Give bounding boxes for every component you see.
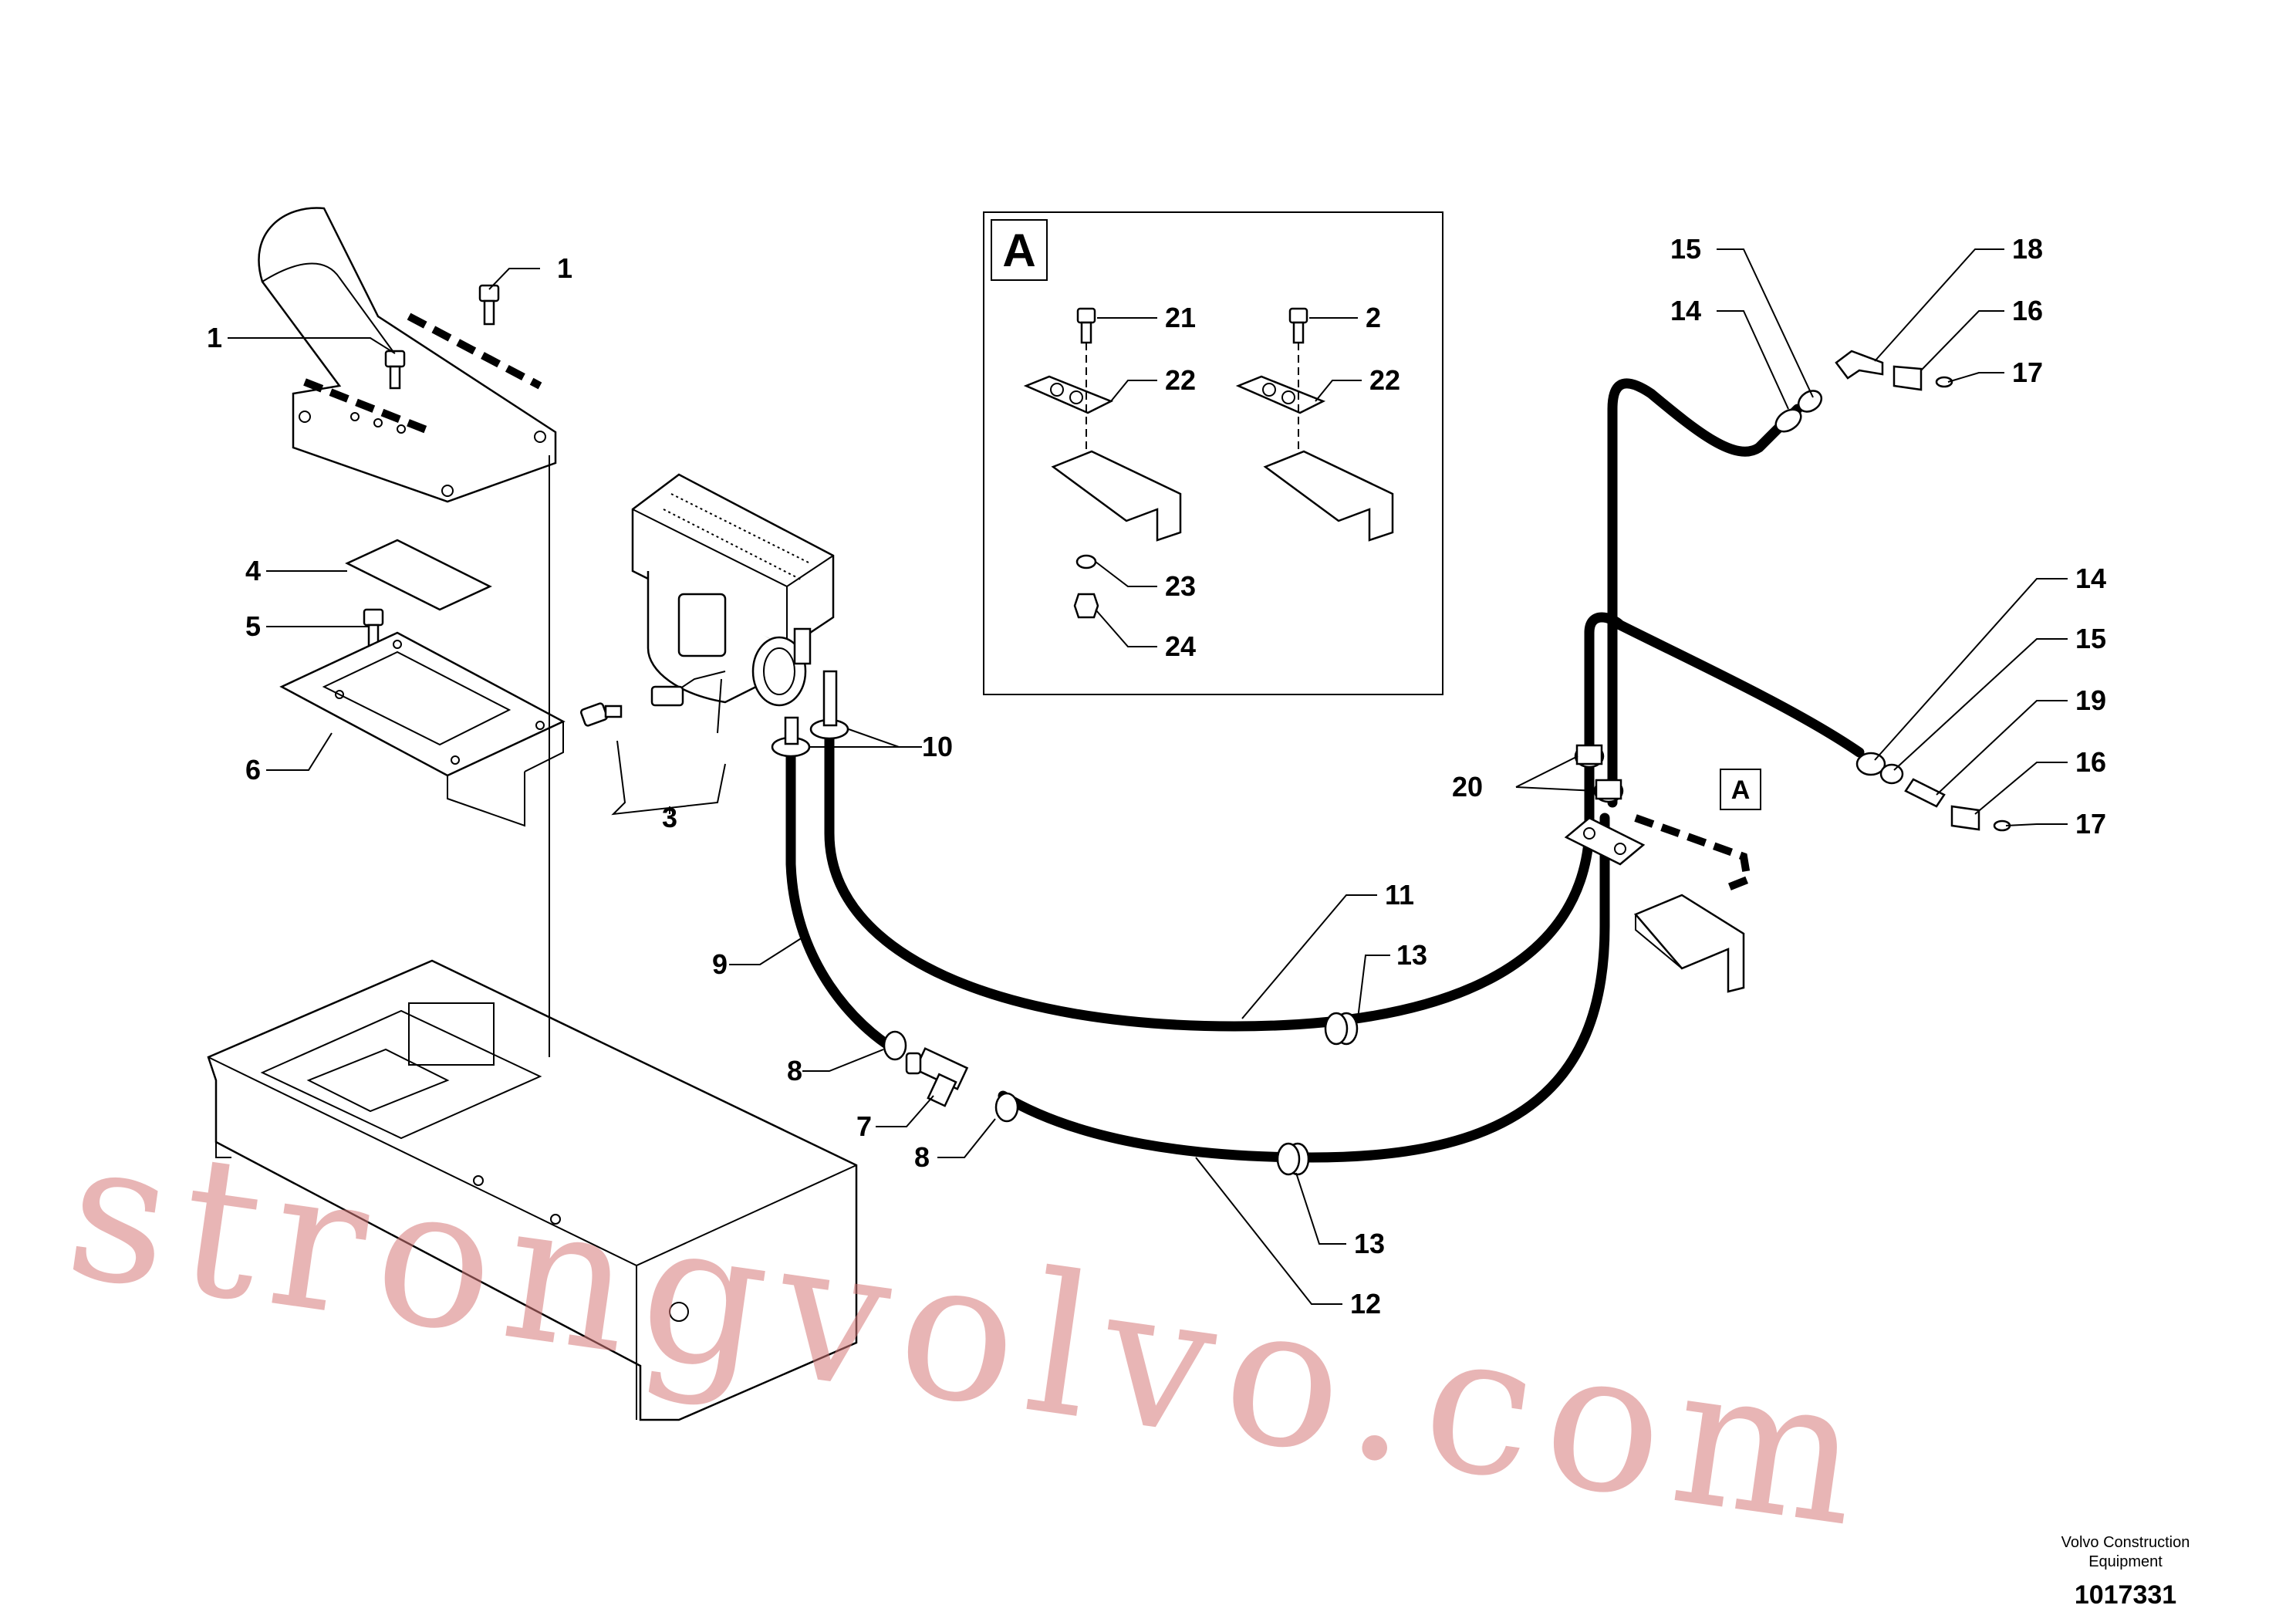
brand-line-2: Equipment [2088, 1553, 2163, 1570]
cab-floor-base [207, 959, 858, 1421]
fitting-13-lower [1276, 1142, 1310, 1176]
callout-1: 1 [207, 322, 222, 353]
callout-17: 17 [2012, 357, 2043, 388]
gasket-4 [345, 539, 492, 611]
watermark-text: strongvolvo.com [56, 1096, 1887, 1571]
hose-11 [824, 612, 1865, 1032]
callout-12: 12 [1350, 1288, 1381, 1320]
callout-23: 23 [1165, 570, 1196, 602]
bracket-ref-a [1633, 894, 1745, 993]
bracket-3 [611, 740, 726, 816]
callout-1: 1 [557, 252, 572, 284]
hose-14-upper [1607, 378, 1803, 808]
detail-view-letter: A [1002, 225, 1035, 276]
callout-13: 13 [1354, 1228, 1385, 1259]
callout-14: 14 [2075, 563, 2106, 594]
heater-unit-3 [631, 473, 835, 734]
callout-16: 16 [2012, 295, 2043, 326]
callout-18: 18 [2012, 233, 2043, 265]
callout-16: 16 [2075, 746, 2106, 778]
hose-9-12 [785, 743, 1610, 1163]
callout-17: 17 [2075, 808, 2106, 840]
screw-1-lower [384, 350, 406, 390]
hose-clamp-8 [883, 1030, 1019, 1123]
callout-6: 6 [245, 754, 261, 786]
callout-11: 11 [1385, 879, 1414, 911]
callout-2: 2 [1366, 302, 1381, 333]
callout-9: 9 [712, 948, 728, 980]
callout-8: 8 [787, 1055, 802, 1086]
tray-6 [279, 631, 566, 827]
callout-4: 4 [245, 555, 261, 586]
footer-block: Volvo Construction Equipment 1017331 [2061, 1534, 2190, 1610]
callout-22: 22 [1369, 364, 1400, 396]
tee-fitting-7 [905, 1047, 969, 1107]
callout-24: 24 [1165, 630, 1196, 662]
callout-15: 15 [1670, 233, 1701, 265]
fitting-13-upper [1324, 1012, 1359, 1046]
grommet-20 [1574, 744, 1624, 803]
callout-21: 21 [1165, 302, 1196, 333]
svg-text:A: A [1731, 776, 1751, 805]
fittings-right-upper [1774, 350, 1953, 433]
callout-15: 15 [2075, 623, 2106, 654]
callout-19: 19 [2075, 684, 2106, 716]
callout-10: 10 [922, 731, 953, 762]
brand-line-1: Volvo Construction [2061, 1534, 2190, 1551]
lever-cover-assembly [258, 207, 557, 503]
hose-clamp-10 [771, 670, 849, 758]
detail-view-a: A [983, 211, 1443, 695]
drawing-number: 1017331 [2075, 1580, 2176, 1610]
callout-14: 14 [1670, 295, 1701, 326]
reference-marker-a: A [1720, 769, 1761, 810]
callout-22: 22 [1165, 364, 1196, 396]
callout-8: 8 [914, 1141, 930, 1173]
callout-20: 20 [1452, 771, 1483, 803]
callout-13: 13 [1396, 939, 1427, 971]
leader-lines [228, 248, 2068, 1305]
callout-3: 3 [662, 802, 677, 833]
bracket-plate-20 [1564, 814, 1752, 891]
screw-1-upper [478, 284, 500, 326]
callout-5: 5 [245, 610, 261, 642]
callout-labels: 1 1 4 5 6 3 10 11 13 9 8 7 8 13 12 21 22… [207, 233, 2106, 1320]
plug-3 [580, 702, 623, 727]
callout-7: 7 [856, 1110, 872, 1142]
fittings-right-lower [1855, 752, 2011, 832]
